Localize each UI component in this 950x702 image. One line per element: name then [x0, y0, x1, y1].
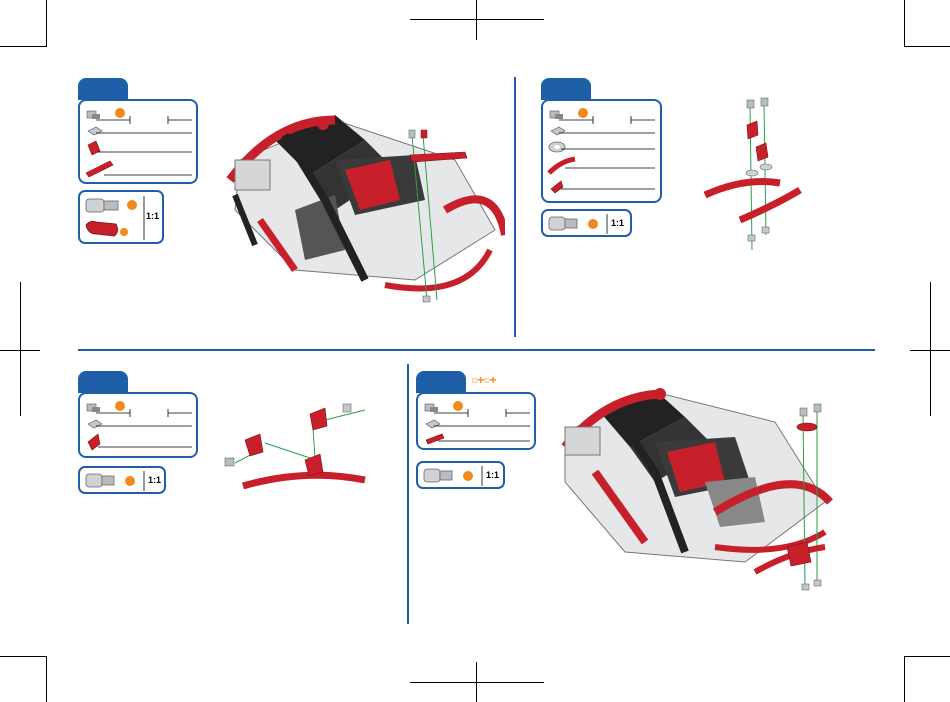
step-tab	[541, 78, 591, 100]
curved-strip-icon	[549, 159, 575, 173]
screw-icon	[86, 474, 114, 487]
parts-box	[416, 392, 536, 450]
red-clip-icon	[421, 130, 427, 138]
crop-mark	[0, 656, 46, 657]
screw-icon	[747, 100, 754, 108]
screw-icon	[409, 130, 415, 138]
washer-icon	[760, 164, 772, 170]
scale-box: 1:1	[416, 461, 505, 489]
screw-icon	[549, 217, 577, 230]
scale-label: 1:1	[146, 211, 159, 221]
red-strip-icon	[797, 423, 817, 431]
square-nut-icon	[88, 420, 102, 428]
bumper-subassembly-illustration	[700, 95, 810, 255]
step-tab	[78, 371, 128, 393]
crop-mark	[904, 46, 950, 47]
registration-mark	[410, 19, 544, 20]
angle-bracket-icon	[551, 181, 563, 193]
square-nut-icon	[88, 127, 102, 135]
horizontal-divider	[78, 349, 875, 351]
scale-label: 1:1	[148, 475, 161, 485]
angle-bracket-icon	[245, 434, 263, 456]
screw-icon	[814, 404, 821, 412]
angle-bracket-icon	[310, 408, 327, 430]
scale-box: 1:1	[541, 209, 632, 237]
screw-icon	[800, 408, 807, 416]
screw-nut-icon	[87, 404, 100, 412]
registration-mark	[20, 282, 21, 416]
angle-bracket-icon	[756, 143, 768, 161]
crop-mark	[46, 0, 47, 47]
parts-box	[78, 392, 198, 458]
red-strip-icon	[426, 434, 444, 444]
square-nut-icon	[423, 296, 430, 302]
curved-strip-icon	[243, 475, 365, 486]
square-nut-icon	[814, 580, 821, 586]
crop-mark	[46, 656, 47, 702]
screw-icon	[424, 469, 452, 482]
car-assembly-illustration	[215, 100, 505, 310]
square-nut-icon	[343, 404, 351, 412]
washer-icon	[549, 142, 565, 152]
vertical-divider-top	[514, 77, 516, 337]
screw-nut-icon	[550, 111, 563, 119]
square-nut-icon	[748, 235, 755, 241]
screw-icon	[86, 199, 118, 212]
screw-icon	[761, 98, 768, 106]
red-clip-icon	[86, 221, 118, 236]
curved-strip-icon	[705, 182, 780, 196]
parts-box	[78, 99, 198, 184]
crop-mark	[904, 656, 950, 657]
scale-box: 1:1	[78, 190, 164, 244]
registration-mark	[476, 0, 477, 40]
scale-label: 1:1	[486, 470, 499, 480]
crop-mark	[0, 46, 46, 47]
step-tab	[416, 371, 466, 393]
screw-nut-icon	[87, 111, 100, 119]
parts-box	[541, 99, 662, 203]
square-nut-icon	[551, 127, 565, 135]
crop-mark	[904, 0, 905, 47]
parts-list-svg	[80, 101, 198, 183]
scale-label: 1:1	[611, 218, 624, 228]
car-assembly-illustration	[555, 382, 845, 597]
registration-mark	[410, 682, 544, 683]
car-chassis	[565, 388, 830, 562]
curved-strip-icon	[740, 190, 800, 220]
square-nut-icon	[762, 227, 769, 233]
bracket-subassembly-illustration	[215, 398, 375, 498]
crop-mark	[904, 656, 905, 702]
screw-nut-icon	[425, 404, 438, 412]
vertical-divider-bottom	[407, 364, 409, 624]
angle-bracket-icon	[88, 434, 100, 450]
scale-box: 1:1	[78, 466, 166, 494]
registration-mark	[930, 282, 931, 416]
square-nut-icon	[426, 420, 440, 428]
registration-mark	[476, 662, 477, 702]
washer-icon	[746, 170, 758, 176]
repeat-symbol: ○+○+	[471, 373, 496, 387]
square-nut-icon	[802, 584, 809, 590]
angle-bracket-icon	[747, 121, 758, 139]
screw-nut-icon	[225, 458, 234, 466]
red-bracket-icon	[88, 141, 100, 155]
step-tab	[78, 78, 128, 100]
car-chassis	[230, 115, 505, 288]
